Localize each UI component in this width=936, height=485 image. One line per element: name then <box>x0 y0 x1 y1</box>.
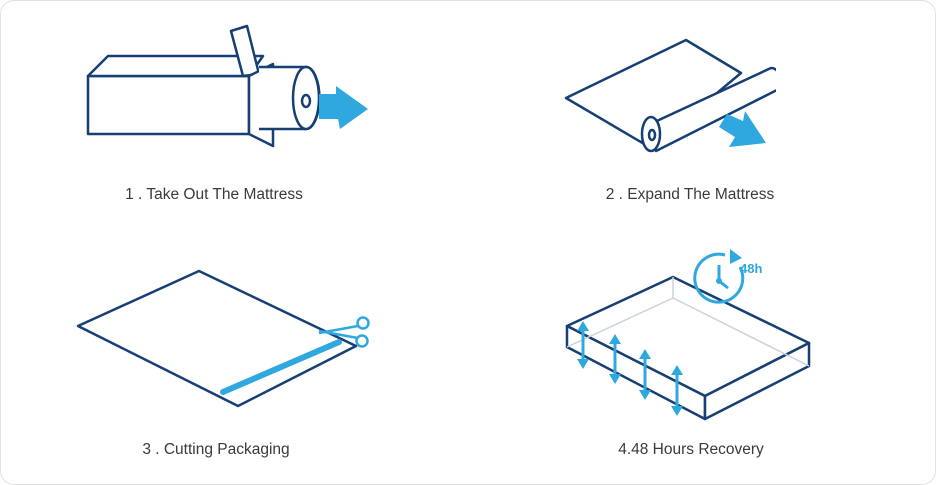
clock-icon <box>693 249 745 304</box>
scissors-icon <box>318 316 370 348</box>
step4-caption: 4.48 Hours Recovery <box>618 441 764 458</box>
arrow-down-right-icon <box>719 111 766 147</box>
step4-illustration: 48h <box>565 249 811 421</box>
step2-caption: 2 . Expand The Mattress <box>605 186 775 203</box>
arrow-right-icon <box>319 86 368 129</box>
up-down-arrows <box>577 321 683 416</box>
hours-badge: 48h <box>740 261 762 276</box>
step2-illustration <box>564 38 776 153</box>
step3-illustration <box>76 269 370 408</box>
step1-illustration <box>86 24 368 148</box>
step1-caption: 1 . Take Out The Mattress <box>125 186 303 203</box>
step3-caption: 3 . Cutting Packaging <box>142 441 290 458</box>
